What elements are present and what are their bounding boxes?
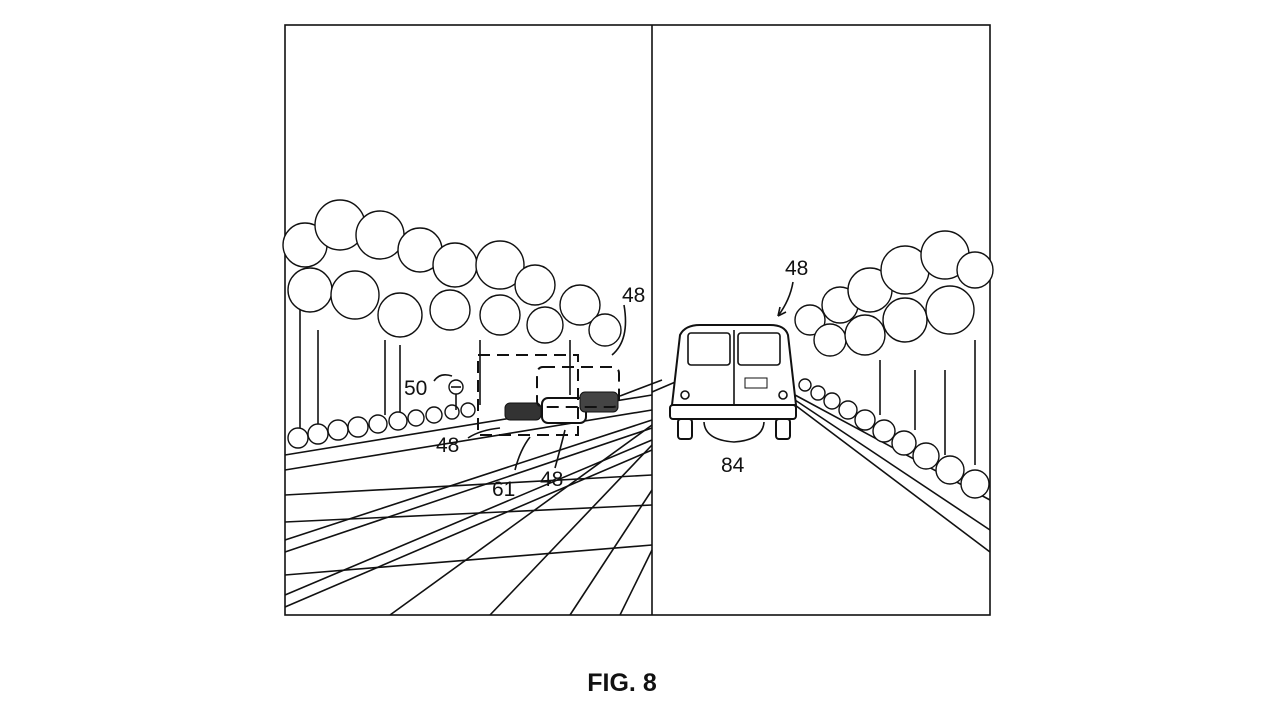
left-road bbox=[284, 394, 653, 616]
van bbox=[669, 324, 798, 440]
label-61: 61 bbox=[492, 478, 515, 501]
sign bbox=[448, 379, 464, 410]
detection-boxes bbox=[477, 354, 620, 436]
label-84: 84 bbox=[721, 454, 745, 477]
figure-frame bbox=[284, 24, 991, 616]
label-48-lower-left: 48 bbox=[436, 434, 459, 457]
right-hedge bbox=[798, 378, 990, 499]
right-trees bbox=[794, 230, 994, 465]
left-hedge bbox=[287, 402, 476, 449]
figure-caption: FIG. 8 bbox=[587, 669, 657, 697]
label-50: 50 bbox=[404, 377, 427, 400]
label-48-top: 48 bbox=[622, 284, 645, 307]
label-48-right: 48 bbox=[785, 257, 808, 280]
left-panel: 48 50 48 61 48 bbox=[282, 199, 663, 616]
left-trees bbox=[282, 199, 622, 430]
right-panel: 48 84 bbox=[651, 230, 994, 553]
label-48-lower-mid: 48 bbox=[540, 468, 563, 491]
